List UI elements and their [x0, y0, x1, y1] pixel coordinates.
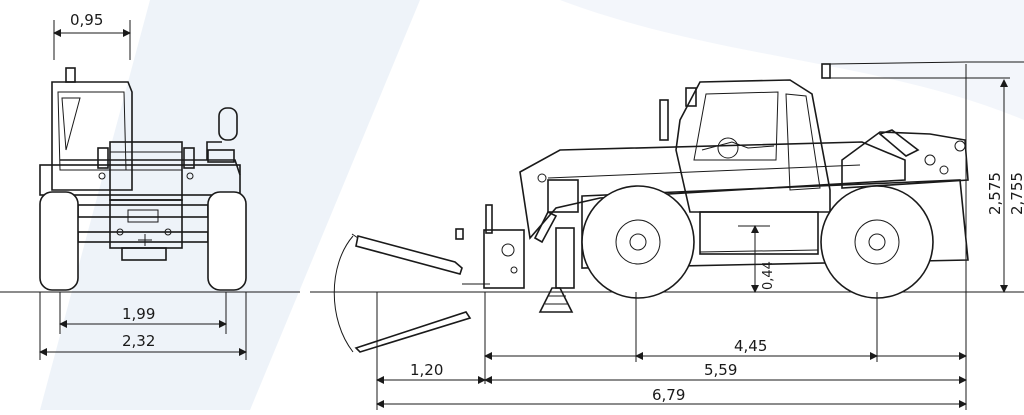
dim-front-overall-width: 2,32: [122, 332, 155, 350]
dim-side-overall-length: 6,79: [652, 386, 685, 404]
dim-side-fork-length: 1,20: [410, 361, 443, 379]
dim-front-track-width: 1,99: [122, 305, 155, 323]
dim-side-cab-height: 2,575: [986, 172, 1004, 215]
dim-side-ground-clearance: 0,44: [761, 261, 776, 290]
side-view: [333, 61, 969, 353]
dim-front-top-width: 0,95: [70, 11, 103, 29]
front-view: [39, 67, 247, 291]
side-dims: [376, 61, 1024, 410]
dim-side-overall-height: 2,755: [1008, 172, 1024, 215]
dim-side-front-to-rear: 5,59: [704, 361, 737, 379]
front-dims: [39, 20, 247, 360]
dim-side-wheelbase: 4,45: [734, 337, 767, 355]
